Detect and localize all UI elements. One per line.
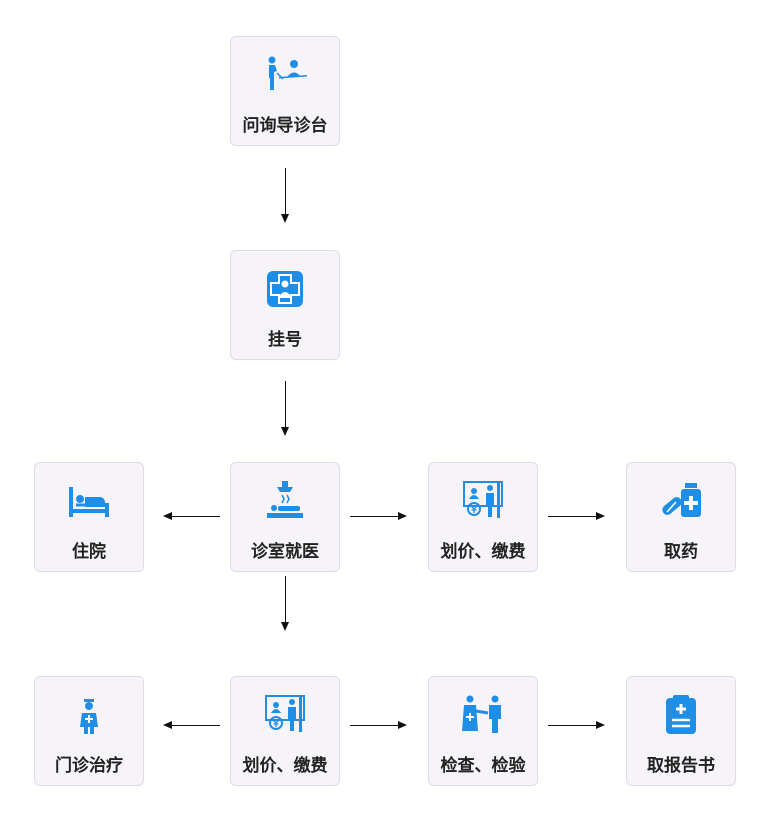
arrow-right: [350, 516, 398, 517]
node-outpatient-treatment: 门诊治疗: [34, 676, 144, 786]
arrow-down: [285, 381, 286, 427]
hospital-bed-icon: [69, 487, 109, 517]
arrow-down: [285, 168, 286, 214]
node-consultation: 诊室就医: [230, 462, 340, 572]
node-label: 门诊治疗: [55, 756, 123, 776]
examination-bed-icon: [267, 481, 303, 518]
node-label: 问询导诊台: [242, 116, 328, 136]
node-registration: 挂号: [230, 250, 340, 360]
node-report: 取报告书: [626, 676, 736, 786]
arrow-head: [163, 512, 172, 520]
arrow-head: [281, 214, 289, 223]
arrow-head: [163, 721, 172, 729]
node-pick-medicine: 取药: [626, 462, 736, 572]
arrow-left: [172, 516, 220, 517]
node-label: 诊室就医: [251, 542, 319, 562]
node-label: 挂号: [268, 330, 302, 350]
arrow-left: [172, 725, 220, 726]
node-hospitalization: 住院: [34, 462, 144, 572]
doctor-badge-icon: [267, 271, 303, 307]
node-label: 检查、检验: [440, 756, 526, 776]
node-examination: 检查、检验: [428, 676, 538, 786]
payment-counter-icon: [265, 695, 305, 732]
arrow-head: [596, 721, 605, 729]
node-label: 取报告书: [647, 756, 715, 776]
arrow-down: [285, 576, 286, 622]
payment-counter-icon: [463, 481, 503, 518]
arrow-head: [398, 512, 407, 520]
arrow-right: [350, 725, 398, 726]
node-label: 划价、缴费: [440, 542, 526, 562]
node-label: 住院: [72, 542, 106, 562]
pills-bottle-icon: [662, 483, 701, 517]
arrow-head: [596, 512, 605, 520]
clipboard-report-icon: [666, 695, 696, 734]
node-inquiry-desk: 问询导诊台: [230, 36, 340, 146]
arrow-right: [548, 516, 596, 517]
node-label: 划价、缴费: [242, 756, 328, 776]
node-payment-1: 划价、缴费: [428, 462, 538, 572]
reception-desk-icon: [268, 56, 307, 90]
node-label: 取药: [664, 542, 698, 562]
arrow-head: [281, 427, 289, 436]
nurse-icon: [80, 699, 98, 734]
arrow-right: [548, 725, 596, 726]
medical-check-icon: [462, 695, 501, 733]
arrow-head: [398, 721, 407, 729]
arrow-head: [281, 622, 289, 631]
node-payment-2: 划价、缴费: [230, 676, 340, 786]
